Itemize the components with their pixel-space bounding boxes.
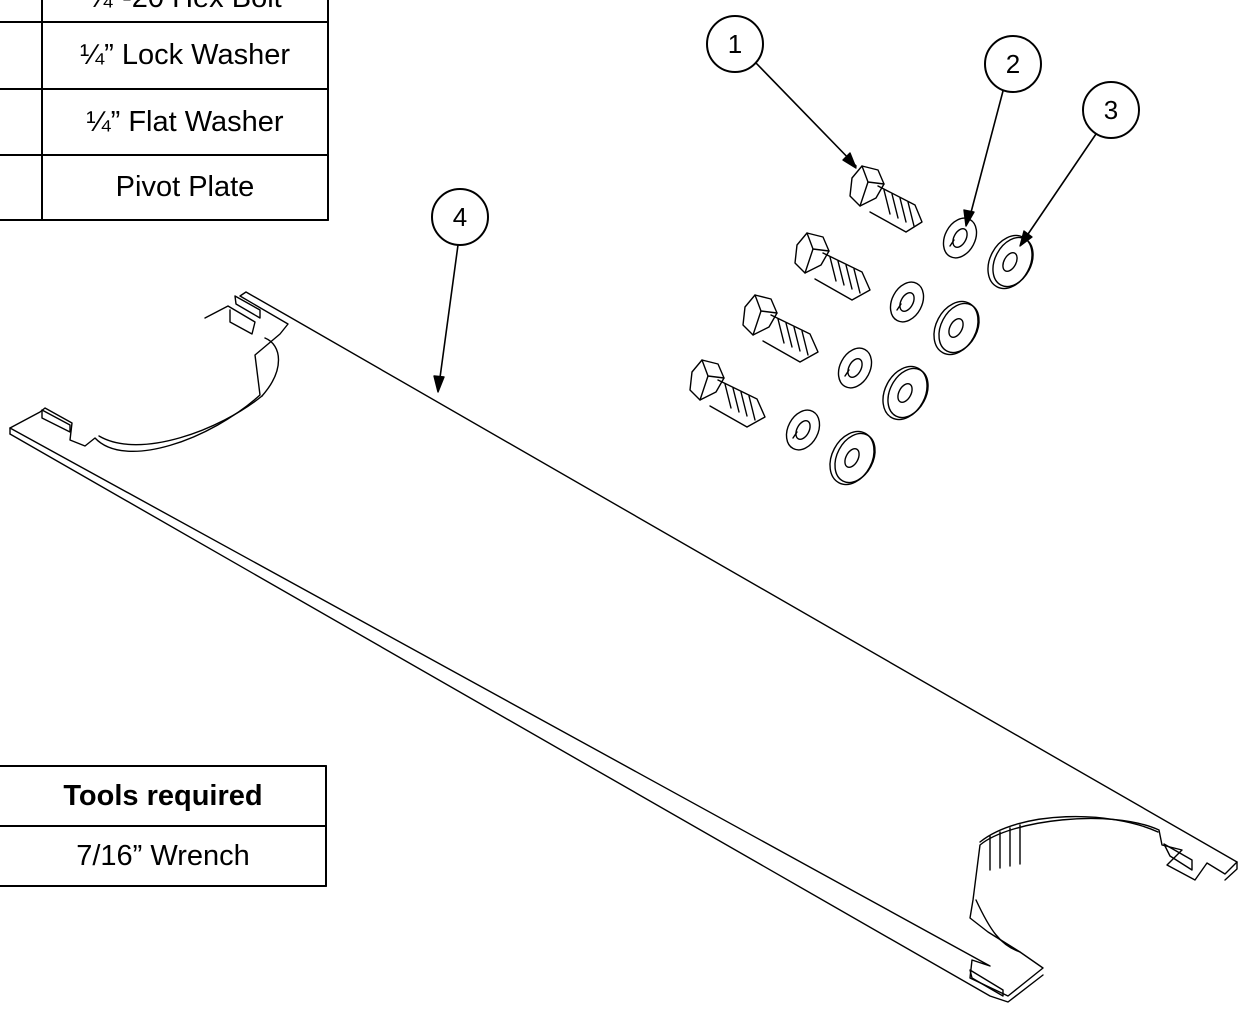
parts-table xyxy=(0,0,329,221)
parts-table-row-3: ¼” Flat Washer xyxy=(86,105,284,138)
callout-number-2: 2 xyxy=(1005,48,1021,79)
flat-washer xyxy=(882,365,929,421)
lock-washer xyxy=(837,347,873,389)
parts-table-row-4: Pivot Plate xyxy=(115,171,255,203)
parts-table-row-2: ¼” Lock Washer xyxy=(79,39,291,71)
hex-bolts xyxy=(689,165,923,428)
flat-washer xyxy=(987,234,1034,290)
lock-washer xyxy=(785,409,821,451)
callout-number-3: 3 xyxy=(1103,94,1119,125)
tools-table-header: Tools required xyxy=(63,779,263,812)
hex-bolt xyxy=(849,165,923,233)
hex-bolt xyxy=(794,232,871,301)
lock-washer xyxy=(889,281,925,323)
lock-washers xyxy=(785,217,978,451)
callout-2 xyxy=(963,35,1042,227)
tools-table-item: 7/16” Wrench xyxy=(76,839,250,872)
pivot-plate xyxy=(9,291,1238,1003)
callout-4 xyxy=(431,188,489,393)
flat-washer xyxy=(933,300,980,356)
tools-table xyxy=(0,765,327,887)
lock-washer xyxy=(942,217,978,259)
hex-bolt xyxy=(689,359,766,428)
callout-3 xyxy=(1019,81,1140,247)
hex-bolt xyxy=(742,294,819,363)
flat-washer xyxy=(829,430,876,486)
flat-washers xyxy=(829,234,1034,486)
parts-table-row-1: ¼”-20 Hex Bolt xyxy=(42,0,328,22)
callout-number-1: 1 xyxy=(727,28,743,59)
callout-1 xyxy=(706,15,857,169)
callout-number-4: 4 xyxy=(452,201,468,232)
